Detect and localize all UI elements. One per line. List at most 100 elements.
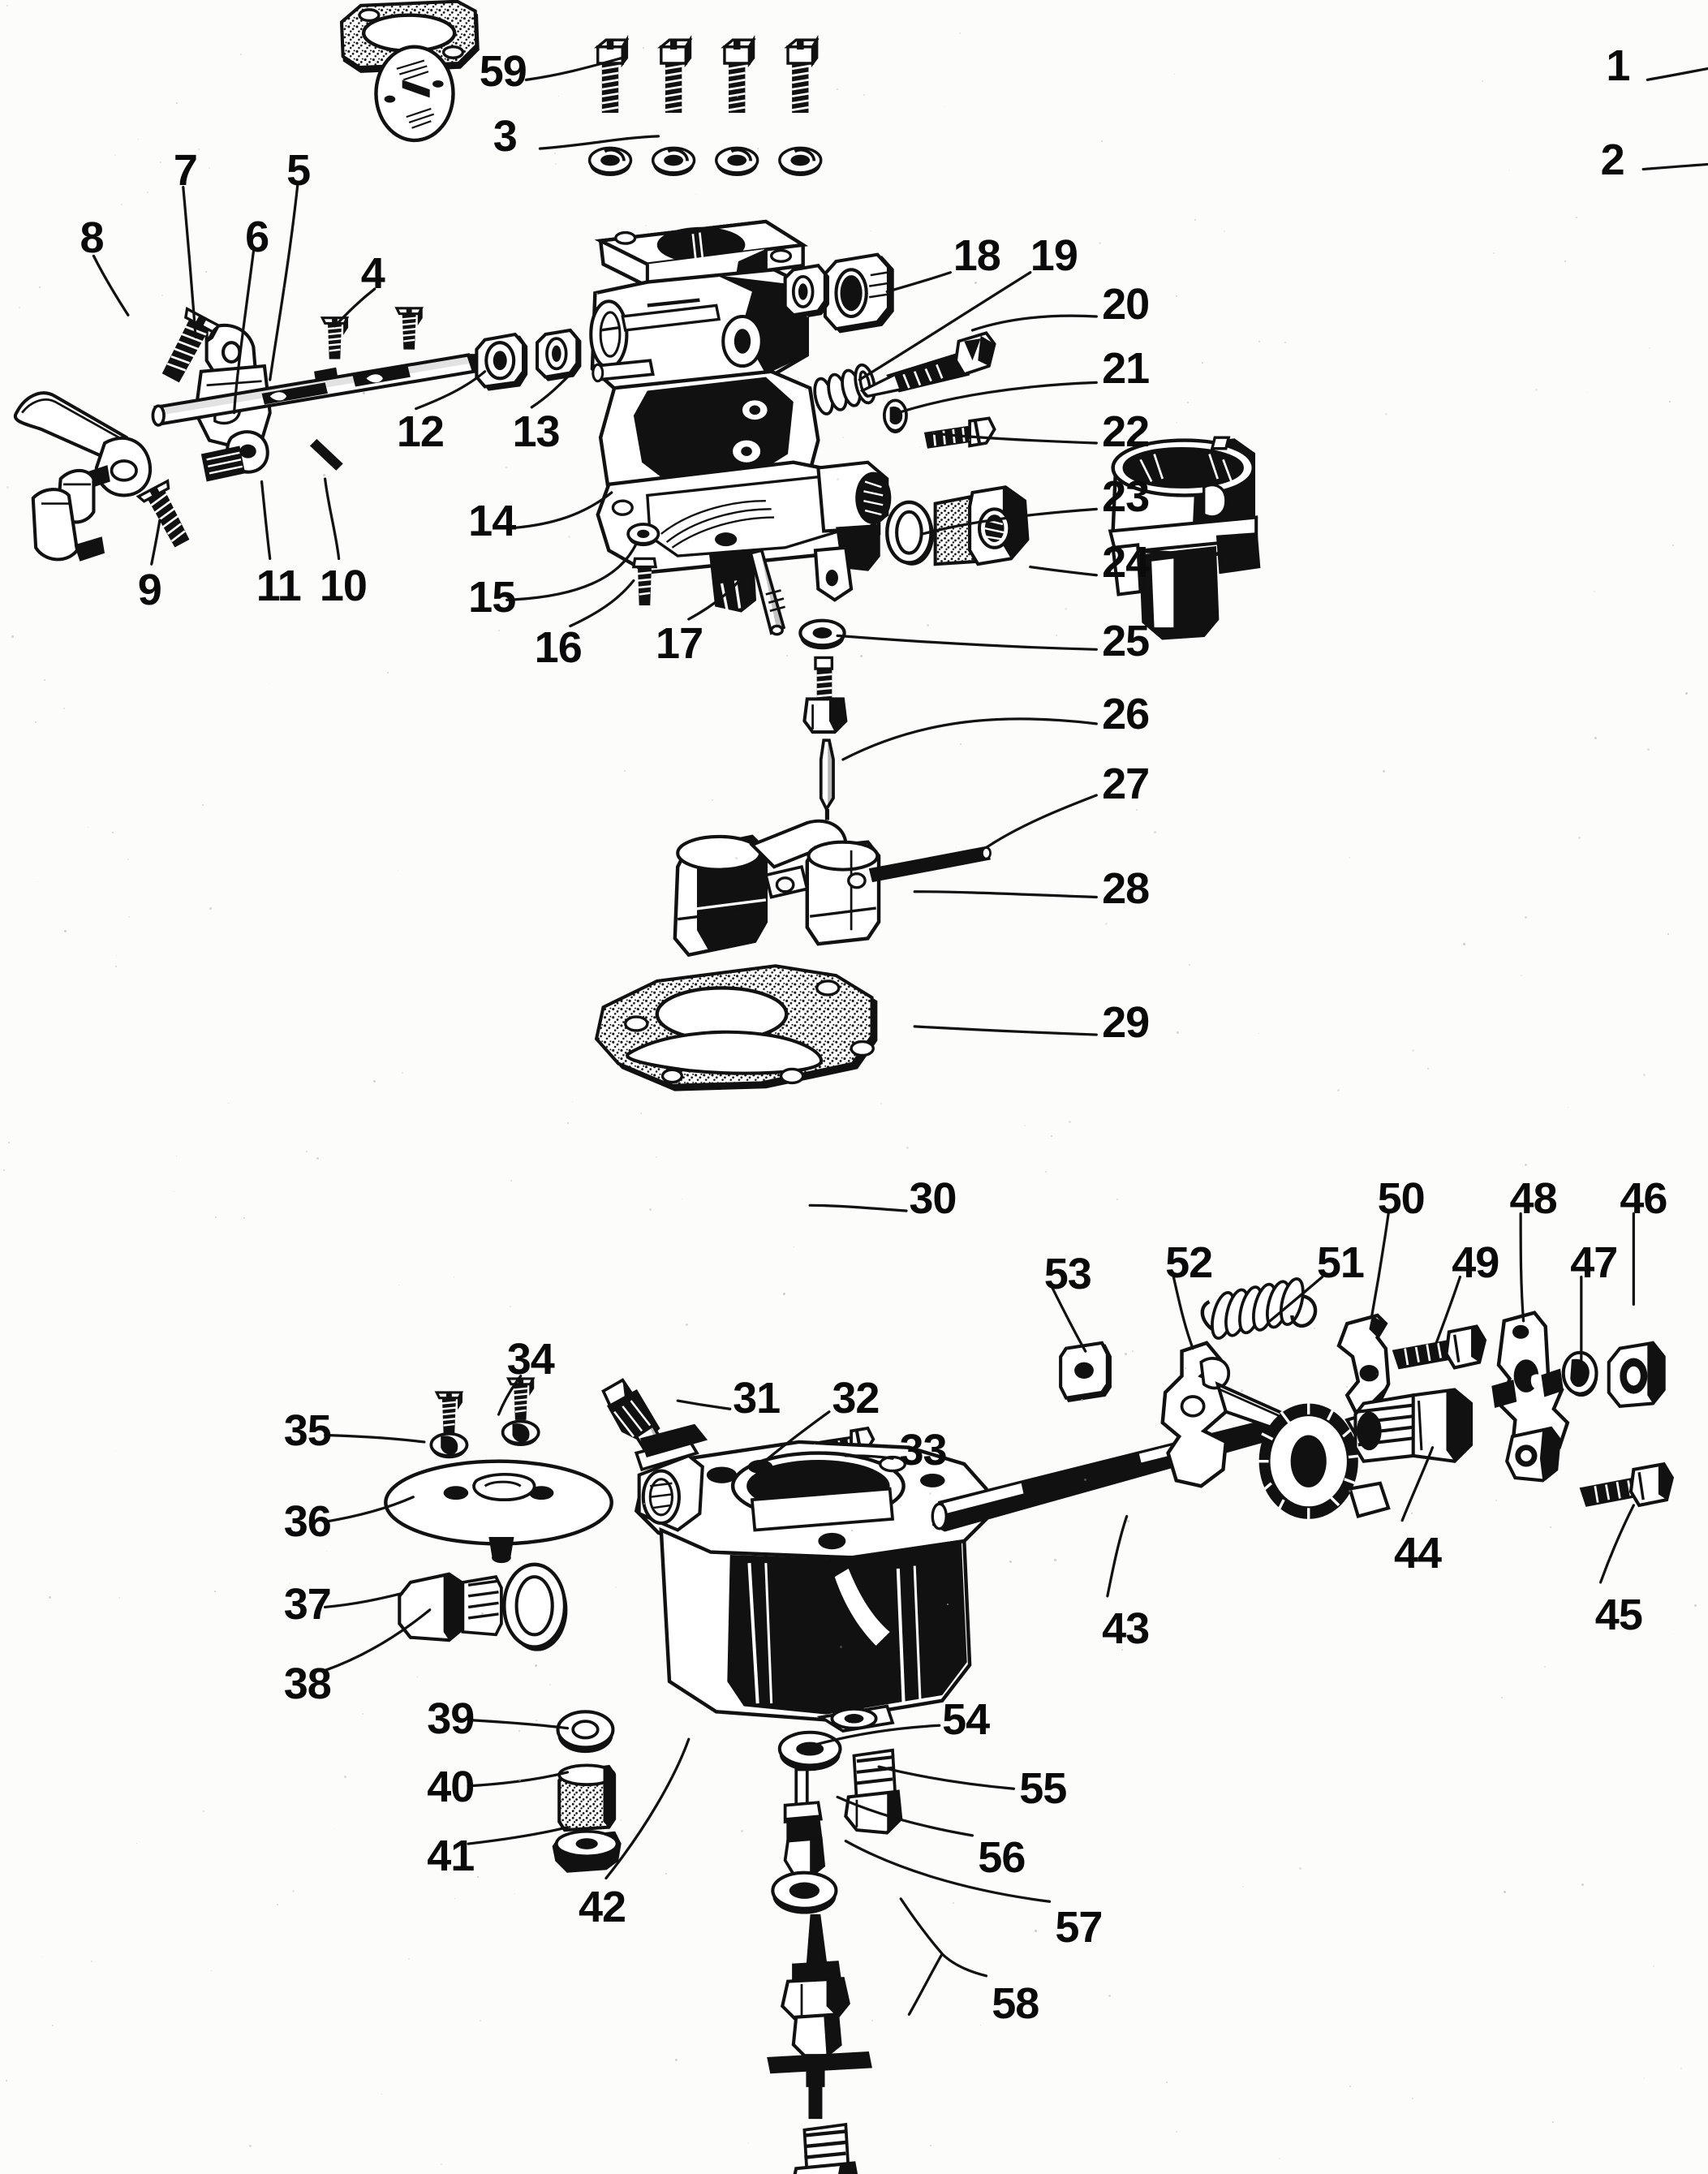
part-20-idle-needle xyxy=(859,331,996,398)
part-12-packing-nut xyxy=(475,332,528,391)
leader-line-8 xyxy=(92,254,130,316)
part-23-inlet-gasket xyxy=(885,500,934,566)
part-45-linkage-bolt xyxy=(1579,1462,1675,1508)
part-55-idle-jet-plug xyxy=(844,1748,903,1835)
leader-line-27 xyxy=(984,794,1098,850)
callout-number-29: 29 xyxy=(1102,997,1150,1047)
callout-number-37: 37 xyxy=(283,1579,332,1629)
leader-line-36 xyxy=(324,1496,415,1523)
leader-line-26 xyxy=(841,717,1098,761)
part-21-idle-washer xyxy=(882,398,908,434)
part-39-strainer-washer xyxy=(556,1710,615,1754)
leader-line-13 xyxy=(530,372,572,409)
leader-line-5 xyxy=(269,184,299,381)
callout-number-58: 58 xyxy=(992,1978,1039,2028)
callout-number-19: 19 xyxy=(1030,231,1078,281)
part-16-air-horn-plug xyxy=(631,557,658,606)
part-24-inlet-fitting xyxy=(933,485,1030,566)
part-28-float-assembly xyxy=(673,819,992,958)
leader-line-21 xyxy=(897,381,1098,415)
part-57-nozzle-seat-gasket xyxy=(771,1871,838,1914)
part-26-float-valve-seat xyxy=(802,656,848,820)
leader-line-55 xyxy=(877,1765,1016,1790)
callout-number-50: 50 xyxy=(1377,1173,1426,1223)
callout-number-6: 6 xyxy=(245,212,269,261)
callout-number-57: 57 xyxy=(1055,1903,1103,1952)
leader-line-22 xyxy=(932,432,1098,445)
part-52-throttle-plate xyxy=(1160,1341,1391,1519)
leader-line-48 xyxy=(1519,1212,1525,1323)
part-13-packing-ring-a xyxy=(536,328,582,381)
leader-line-35 xyxy=(324,1433,426,1444)
leader-line-57 xyxy=(844,1840,1052,1903)
callout-number-3: 3 xyxy=(493,111,518,161)
part-38-drain-gasket xyxy=(502,1562,568,1651)
part-49-idle-stop-bolt xyxy=(1392,1324,1487,1370)
callout-number-4: 4 xyxy=(360,249,385,299)
part-18-throttle-bushing xyxy=(823,252,894,334)
part-46-lever-nut xyxy=(1607,1341,1666,1408)
callout-number-30: 30 xyxy=(909,1173,957,1223)
leader-line-29 xyxy=(913,1025,1098,1036)
leader-line-54 xyxy=(814,1724,941,1746)
part-17-metering-pin xyxy=(748,548,786,636)
callout-number-44: 44 xyxy=(1393,1529,1442,1578)
callout-number-42: 42 xyxy=(578,1882,626,1931)
leader-line-12 xyxy=(415,370,487,411)
part-40-fuel-strainer xyxy=(557,1763,617,1832)
leader-line-19 xyxy=(858,271,1032,381)
part-13-packing-ring-b xyxy=(783,264,829,320)
part-36-cover-plate xyxy=(384,1459,613,1564)
leader-line-15 xyxy=(506,542,638,601)
callout-number-25: 25 xyxy=(1102,617,1150,665)
leader-line-34 xyxy=(497,1374,523,1416)
callout-number-8: 8 xyxy=(80,213,104,263)
part-56-discharge-nozzle xyxy=(783,1767,826,1879)
leader-line-30 xyxy=(808,1203,908,1212)
callout-number-34: 34 xyxy=(506,1335,555,1384)
leader-line-38 xyxy=(324,1608,432,1672)
callout-number-35: 35 xyxy=(283,1406,332,1456)
part-51-return-spring xyxy=(1200,1277,1318,1340)
leader-line-32 xyxy=(753,1410,831,1471)
callout-number-24: 24 xyxy=(1102,538,1150,588)
leader-line-37 xyxy=(324,1591,404,1609)
leader-line-42 xyxy=(604,1737,691,1880)
callout-number-10: 10 xyxy=(319,562,368,611)
part-10-shaft-pin xyxy=(309,438,343,471)
callout-number-41: 41 xyxy=(427,1832,475,1881)
callout-number-40: 40 xyxy=(427,1763,475,1812)
leader-line-31 xyxy=(676,1399,732,1410)
leader-line-11 xyxy=(260,480,272,561)
leader-line-51 xyxy=(1268,1275,1324,1323)
callout-number-38: 38 xyxy=(283,1660,332,1709)
callout-number-13: 13 xyxy=(512,407,561,457)
part-50-stop-bracket xyxy=(1336,1313,1391,1414)
callout-number-45: 45 xyxy=(1594,1591,1643,1640)
part-8-choke-arm xyxy=(13,391,152,562)
leader-line-44 xyxy=(1400,1446,1435,1522)
leader-line-25 xyxy=(836,634,1098,651)
part-1-air-horn-screws xyxy=(596,38,819,114)
part-25-seat-gasket xyxy=(798,618,846,650)
callout-number-11: 11 xyxy=(256,562,302,611)
part-29-bowl-gasket xyxy=(594,964,878,1091)
leader-line-56 xyxy=(836,1795,974,1837)
leader-line-18 xyxy=(885,271,952,294)
leader-line-43 xyxy=(1106,1514,1129,1598)
callout-number-52: 52 xyxy=(1165,1238,1213,1288)
leader-line-4 xyxy=(333,287,376,328)
part-41-strainer-seal xyxy=(552,1829,622,1873)
callout-number-48: 48 xyxy=(1509,1173,1558,1223)
callout-number-14: 14 xyxy=(468,497,516,546)
leader-line-45 xyxy=(1598,1504,1635,1584)
leader-line-20 xyxy=(970,314,1098,332)
part-22-idle-stop-screw xyxy=(923,416,996,449)
part-35-cover-washers xyxy=(429,1419,540,1459)
callout-number-22: 22 xyxy=(1102,407,1150,457)
callout-number-17: 17 xyxy=(656,619,703,669)
callout-number-51: 51 xyxy=(1316,1238,1365,1288)
callout-number-26: 26 xyxy=(1102,689,1150,738)
callout-number-53: 53 xyxy=(1043,1249,1092,1298)
